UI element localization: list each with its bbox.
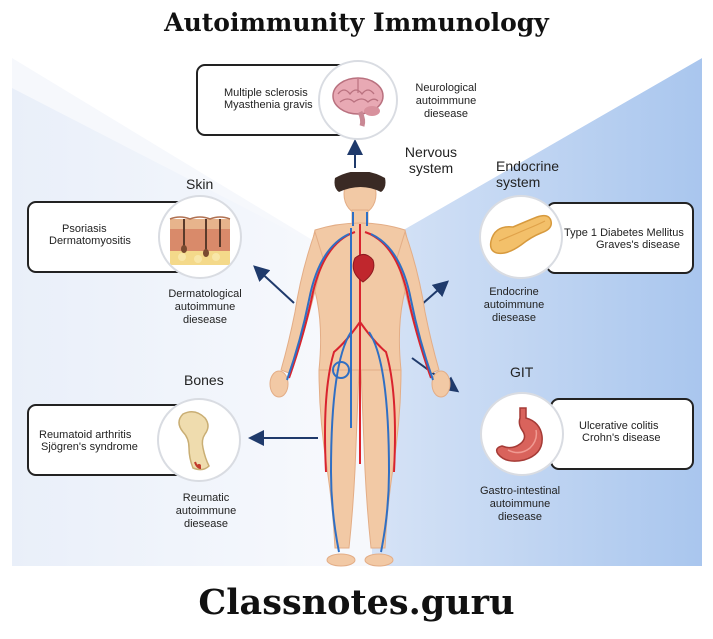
git-disease-1: Ulcerative colitis — [579, 420, 659, 432]
pancreas-icon — [479, 195, 563, 279]
git-disease-box — [550, 398, 694, 470]
skin-disease-2: Dermatomyositis — [49, 235, 131, 247]
stomach-icon — [480, 392, 564, 476]
footer-brand: Classnotes.guru — [198, 582, 515, 623]
skin-layers-icon — [158, 195, 242, 279]
git-disease-2: Crohn's disease — [582, 432, 661, 444]
bones-disease-2: Sjögren's syndrome — [41, 441, 138, 453]
human-body-icon — [255, 172, 465, 572]
bones-heading: Bones — [184, 372, 224, 388]
nervous-disease-1: Multiple sclerosis — [224, 87, 308, 99]
skin-disease-box — [27, 201, 187, 273]
bones-disease-1: Reumatoid arthritis — [39, 429, 132, 441]
skin-heading: Skin — [186, 176, 214, 192]
page-title: Autoimmunity Immunology — [164, 8, 549, 37]
skin-disease-1: Psoriasis — [62, 223, 107, 235]
endocrine-disease-1: Type 1 Diabetes Mellitus — [564, 227, 684, 239]
nervous-disease-2: Myasthenia gravis — [224, 99, 313, 111]
brain-icon — [318, 60, 398, 140]
git-heading: GIT — [510, 364, 534, 380]
bone-icon — [157, 398, 241, 482]
endocrine-disease-box — [546, 202, 694, 274]
endocrine-disease-2: Graves's disease — [596, 239, 681, 251]
